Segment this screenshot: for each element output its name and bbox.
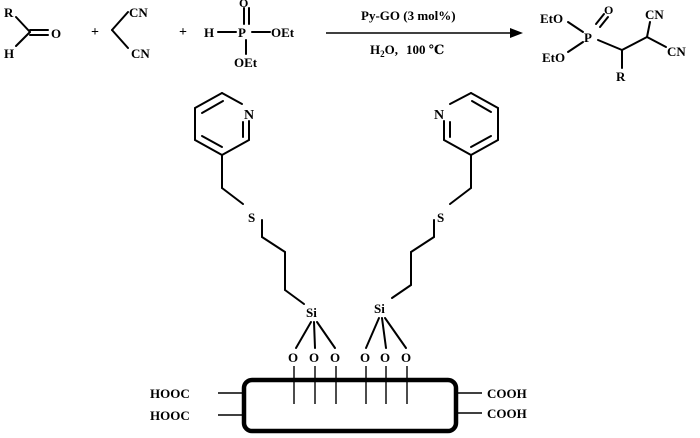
- product-structure: EtO P O EtO CN CN R: [540, 3, 686, 84]
- malononitrile-cn-top: CN: [129, 5, 148, 20]
- plus-sign-1: +: [91, 25, 99, 40]
- left-sulfur: S: [248, 210, 255, 225]
- malononitrile-cn-bottom: CN: [131, 46, 150, 61]
- product-cn-right: CN: [667, 44, 686, 59]
- aldehyde-h-label: H: [4, 46, 14, 61]
- phosphite-oet-bottom: OEt: [234, 55, 258, 70]
- oxygen-1: O: [288, 350, 298, 365]
- aldehyde-structure: R O H: [4, 5, 61, 61]
- product-o-label: O: [604, 3, 613, 17]
- oxygen-3: O: [330, 350, 340, 365]
- aldehyde-r-label: R: [4, 5, 14, 20]
- malononitrile-structure: CN CN: [111, 5, 150, 61]
- product-eto-top: EtO: [540, 11, 563, 26]
- left-pyridine-ring: N: [194, 92, 254, 156]
- reaction-arrow: Py-GO (3 mol%) H2O,100 ℃: [326, 8, 523, 59]
- product-r-label: R: [616, 69, 626, 84]
- left-pyridine-n: N: [244, 108, 254, 123]
- arrow-catalyst-label: Py-GO (3 mol%): [361, 8, 456, 23]
- product-eto-bottom: EtO: [542, 50, 565, 65]
- right-carboxyl-1: COOH: [487, 386, 527, 401]
- right-carboxyl-2: COOH: [487, 406, 527, 421]
- right-linker-chain: S Si: [374, 154, 472, 316]
- right-silicon: Si: [374, 301, 385, 316]
- left-linker-chain: S Si: [221, 154, 317, 320]
- oxygen-6: O: [401, 350, 411, 365]
- arrow-condition-label: H2O,100 ℃: [370, 42, 444, 59]
- oxygen-5: O: [380, 350, 390, 365]
- aldehyde-o-label: O: [51, 26, 61, 41]
- phosphite-o-label: O: [239, 0, 248, 10]
- oxygen-4: O: [360, 350, 370, 365]
- product-p-label: P: [584, 30, 592, 45]
- right-sulfur: S: [437, 210, 444, 225]
- diethyl-phosphite-structure: H P O OEt OEt: [204, 0, 295, 70]
- left-silicon: Si: [306, 305, 317, 320]
- oxygen-row: O O O O O O: [288, 350, 411, 365]
- phosphite-oet-right: OEt: [271, 25, 295, 40]
- left-carboxyl-2: HOOC: [150, 408, 190, 423]
- plus-sign-2: +: [179, 25, 187, 40]
- oxygen-2: O: [309, 350, 319, 365]
- silicon-oxygen-bonds: [295, 317, 407, 349]
- right-pyridine-n: N: [434, 108, 444, 123]
- phosphite-h-label: H: [204, 25, 214, 40]
- graphene-oxide-sheet: [218, 366, 482, 434]
- left-carboxyl-1: HOOC: [150, 386, 190, 401]
- product-cn-top: CN: [645, 7, 664, 22]
- phosphite-p-label: P: [238, 25, 246, 40]
- right-pyridine-ring: N: [434, 92, 499, 156]
